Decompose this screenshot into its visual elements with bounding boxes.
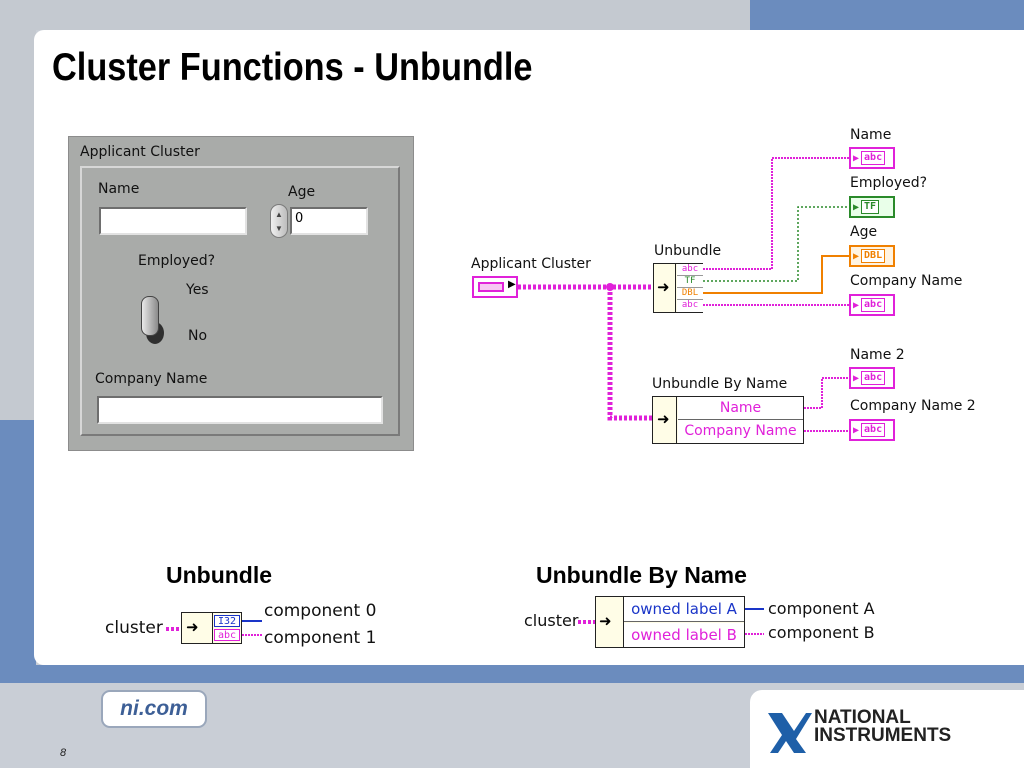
employed-toggle-switch[interactable]	[141, 296, 159, 336]
ubn-input-label: cluster	[524, 611, 579, 630]
unbundle-node-label: Unbundle	[654, 243, 722, 259]
age-wire	[703, 255, 850, 294]
template-band-left	[0, 30, 36, 420]
indicator-company-name2-label: Company Name 2	[850, 398, 976, 414]
template-band-top-accent	[750, 0, 1024, 30]
unbundle-output-1-label: component 1	[264, 628, 377, 648]
unbundle-input-area	[654, 264, 676, 312]
name-label: Name	[98, 181, 140, 197]
indicator-company-name2[interactable]: ▶abc	[849, 419, 895, 441]
company-name-label: Company Name	[95, 371, 208, 387]
bd-applicant-cluster-label: Applicant Cluster	[471, 256, 591, 272]
unbundle-output-string-2: abc	[677, 300, 703, 312]
unbundle-by-name-heading: Unbundle By Name	[536, 562, 747, 588]
template-band-bottom	[0, 665, 1024, 683]
legend-cell-abc: abc	[214, 629, 240, 641]
cluster-branch-wire	[607, 287, 652, 421]
arrow-right-icon: ▶	[853, 250, 860, 262]
indicator-name-label: Name	[850, 127, 892, 143]
ni-brand-line1: NATIONAL	[814, 707, 911, 728]
employed-label: Employed?	[138, 253, 216, 269]
arrow-right-icon: ▶	[853, 372, 860, 384]
name-field[interactable]	[99, 207, 247, 235]
unbundle-output-boolean: TF	[677, 276, 703, 288]
unbundle-node[interactable]: ➜ abc TF DBL abc	[653, 263, 703, 313]
arrow-right-icon: ▶	[853, 299, 860, 311]
age-label: Age	[288, 184, 316, 200]
ni-com-link[interactable]: ni.com	[101, 690, 207, 728]
ubn-legend-row-a: owned label A	[624, 597, 744, 622]
indicator-name2-label: Name 2	[850, 347, 905, 363]
chevron-down-icon: ▼	[275, 224, 283, 233]
indicator-company-name-label: Company Name	[850, 273, 963, 289]
ubn-row-company-name[interactable]: Company Name	[678, 420, 803, 443]
page-number: 8	[60, 747, 67, 759]
indicator-type-tag: abc	[861, 423, 886, 437]
ubn-row-name[interactable]: Name	[678, 397, 803, 420]
age-increment-decrement-control[interactable]: ▲ ▼	[270, 204, 288, 238]
unbundle-by-name-node[interactable]: ➜ Name Company Name	[652, 396, 804, 444]
applicant-cluster-terminal[interactable]: ▶	[472, 276, 518, 298]
ubn-output-a-label: component A	[768, 599, 875, 618]
arrow-right-icon: ▶	[853, 201, 860, 213]
arrow-right-icon: ▶	[853, 424, 860, 436]
unbundle-by-name-node-label: Unbundle By Name	[652, 376, 788, 392]
unbundle-input-label: cluster	[105, 618, 163, 638]
ubn-legend-row-b: owned label B	[624, 623, 744, 647]
indicator-age[interactable]: ▶DBL	[849, 245, 895, 267]
unbundle-legend-node: ➜ I32 abc	[181, 612, 242, 644]
arrow-right-icon: ➜	[657, 411, 670, 428]
legend-cell-i32: I32	[214, 615, 240, 627]
chevron-up-icon: ▲	[275, 210, 283, 219]
template-band-top	[0, 0, 750, 30]
indicator-company-name[interactable]: ▶abc	[849, 294, 895, 316]
unbundle-output-double: DBL	[677, 288, 703, 300]
company-name-field[interactable]	[97, 396, 383, 424]
indicator-name[interactable]: ▶abc	[849, 147, 895, 169]
ubn-output-b-label: component B	[768, 623, 875, 642]
employed-wire	[703, 206, 850, 282]
indicator-type-tag: abc	[861, 298, 886, 312]
arrow-right-icon: ➜	[599, 613, 612, 630]
indicator-name2[interactable]: ▶abc	[849, 367, 895, 389]
unbundle-by-name-input-area	[653, 397, 677, 443]
arrow-right-icon: ➜	[657, 279, 670, 296]
arrow-right-icon: ▶	[508, 279, 516, 290]
indicator-employed-label: Employed?	[850, 175, 928, 191]
indicator-type-tag: abc	[861, 151, 886, 165]
ni-brand-line2: INSTRUMENTS	[814, 725, 952, 746]
indicator-type-tag: abc	[861, 371, 886, 385]
cluster-label: Applicant Cluster	[80, 144, 200, 160]
age-field[interactable]: 0	[290, 207, 368, 235]
name-wire	[703, 157, 850, 270]
toggle-yes-label: Yes	[186, 282, 209, 298]
indicator-type-tag: DBL	[861, 249, 886, 263]
ni-eagle-logo-icon	[768, 713, 812, 753]
toggle-no-label: No	[188, 328, 208, 344]
arrow-right-icon: ▶	[853, 152, 860, 164]
wire-junction	[606, 283, 614, 291]
indicator-employed[interactable]: ▶TF	[849, 196, 895, 218]
indicator-type-tag: TF	[861, 200, 880, 214]
arrow-right-icon: ➜	[186, 619, 199, 636]
indicator-age-label: Age	[850, 224, 878, 240]
name2-wire	[804, 377, 850, 409]
template-band-left-accent	[0, 420, 36, 670]
unbundle-heading: Unbundle	[166, 562, 273, 588]
node-divider	[623, 597, 624, 647]
cluster-icon	[478, 282, 504, 292]
unbundle-output-string: abc	[677, 264, 703, 276]
ubn-legend-node: ➜ owned label A owned label B	[595, 596, 745, 648]
ni-brand-text: NATIONAL INSTRUMENTS	[814, 707, 952, 746]
node-divider	[212, 613, 213, 643]
unbundle-output-0-label: component 0	[264, 601, 377, 621]
slide-title: Cluster Functions - Unbundle	[52, 46, 533, 89]
